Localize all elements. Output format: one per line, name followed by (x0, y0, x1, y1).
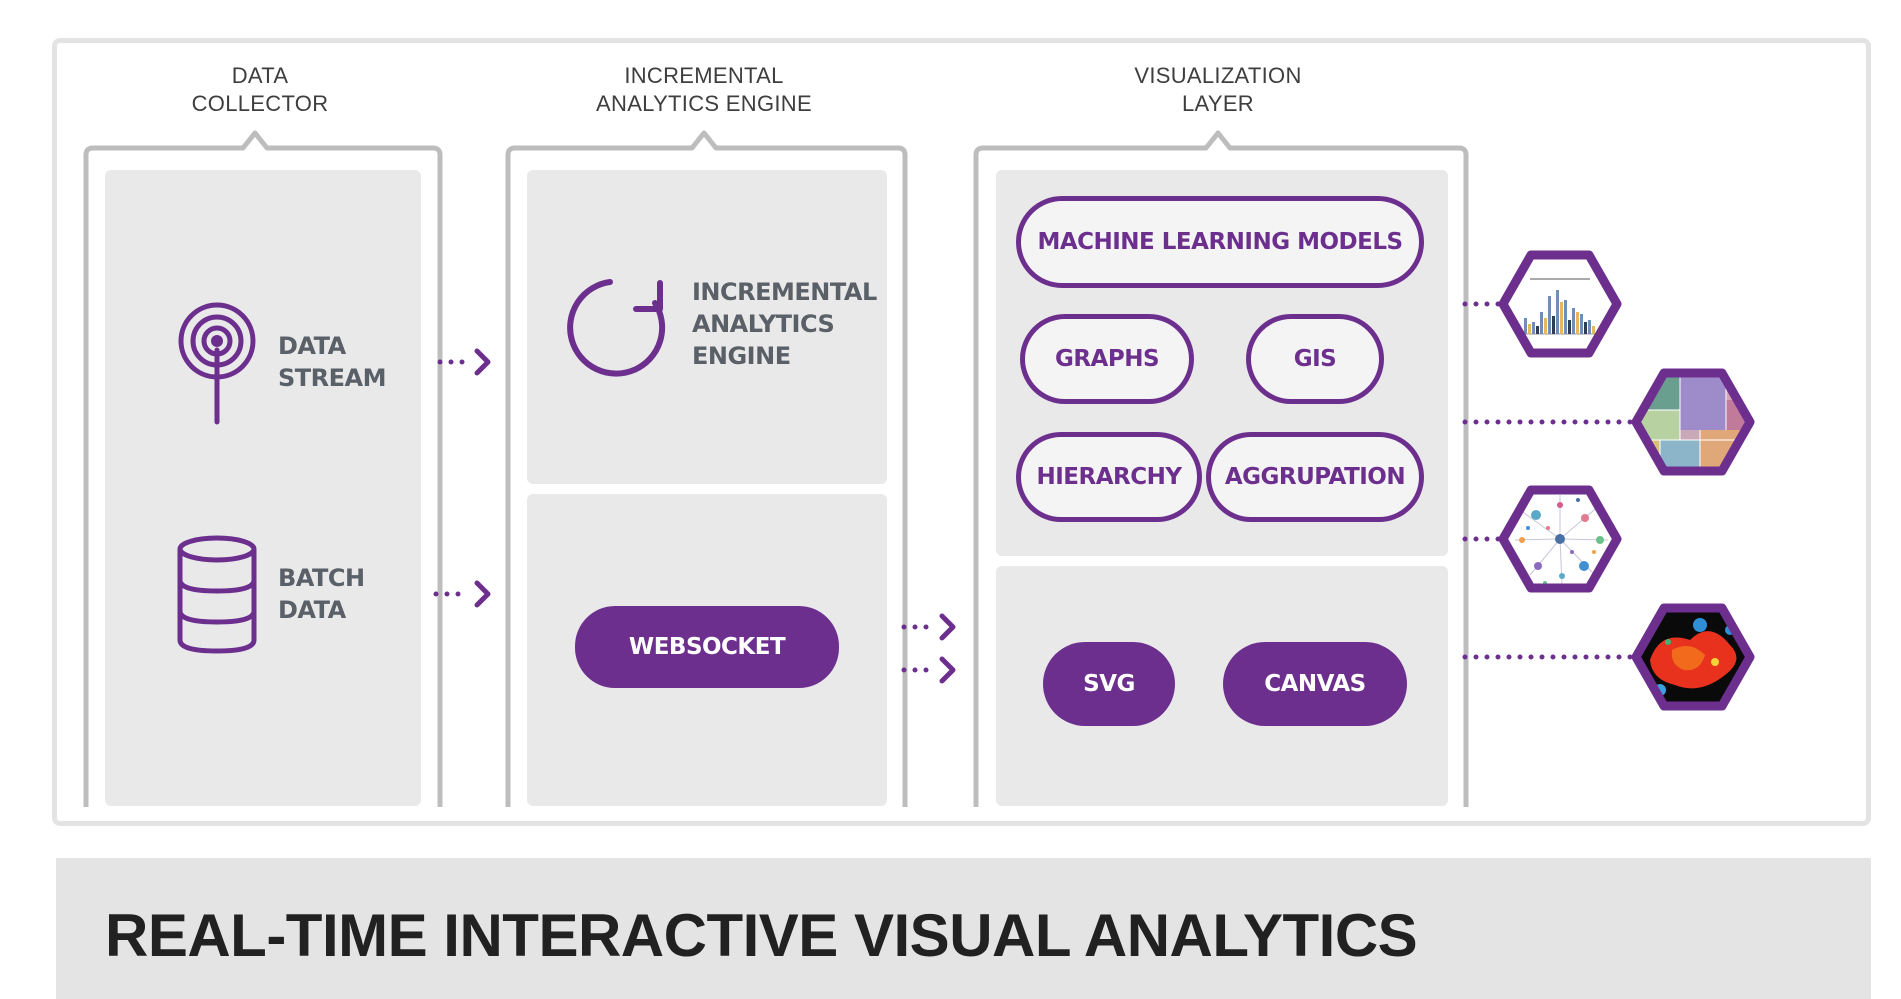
title-banner (56, 858, 1871, 999)
websocket-arrow-head-2 (939, 656, 956, 684)
engine-bracket (505, 130, 908, 807)
collector-section-title: DATA COLLECTOR (160, 62, 360, 118)
collector-panel (105, 170, 421, 806)
batch-data-line2: DATA (278, 596, 346, 624)
collector-bracket (83, 130, 443, 807)
engine-title-line1: INCREMENTAL (624, 63, 784, 88)
diagram-frame (52, 38, 1871, 826)
page-title: REAL-TIME INTERACTIVE VISUAL ANALYTICS (105, 902, 1418, 969)
data-stream-line2: STREAM (278, 364, 387, 392)
network-graph-thumbnail-icon (1498, 485, 1622, 593)
engine-label-line2: ANALYTICS (692, 310, 835, 338)
collector-title-line2: COLLECTOR (191, 91, 329, 116)
batch-data-label: BATCH DATA (278, 562, 365, 626)
batch-arrow-head (474, 580, 491, 608)
engine-section-title: INCREMENTAL ANALYTICS ENGINE (554, 62, 854, 118)
stream-arrow-head (474, 348, 491, 376)
svg-button[interactable]: SVG (1043, 642, 1175, 726)
websocket-button[interactable]: WEBSOCKET (575, 606, 839, 688)
hierarchy-pill[interactable]: HIERARCHY (1016, 432, 1202, 522)
engine-top-panel (527, 170, 887, 484)
visualization-title-line2: LAYER (1181, 91, 1254, 116)
collector-title-line1: DATA (231, 63, 289, 88)
websocket-arrow-head-1 (939, 613, 956, 641)
aggrupation-pill[interactable]: AGGRUPATION (1206, 432, 1424, 522)
machine-learning-models-pill[interactable]: MACHINE LEARNING MODELS (1016, 196, 1424, 288)
visualization-section-title: VISUALIZATION LAYER (1068, 62, 1368, 118)
canvas-button[interactable]: CANVAS (1223, 642, 1407, 726)
engine-label: INCREMENTAL ANALYTICS ENGINE (692, 276, 877, 372)
data-stream-label: DATA STREAM (278, 330, 387, 394)
data-stream-line1: DATA (278, 332, 346, 360)
graphs-pill[interactable]: GRAPHS (1020, 314, 1194, 404)
gis-pill[interactable]: GIS (1246, 314, 1384, 404)
visualization-bracket (973, 130, 1469, 807)
engine-title-line2: ANALYTICS ENGINE (596, 91, 812, 116)
engine-label-line1: INCREMENTAL (692, 278, 877, 306)
treemap-thumbnail-icon (1631, 368, 1755, 476)
bar-chart-thumbnail-icon (1498, 250, 1622, 358)
engine-label-line3: ENGINE (692, 342, 791, 370)
visualization-title-line1: VISUALIZATION (1134, 63, 1302, 88)
heatmap-thumbnail-icon (1631, 603, 1755, 711)
batch-data-line1: BATCH (278, 564, 365, 592)
